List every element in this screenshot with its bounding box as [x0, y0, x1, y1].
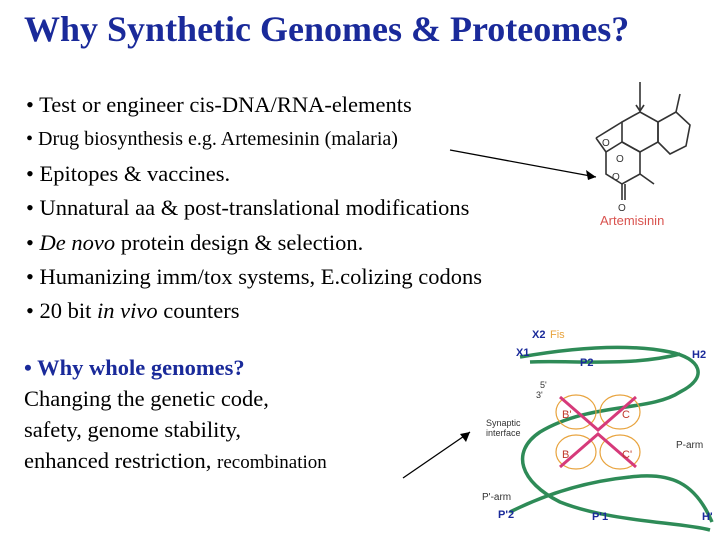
svg-text:H': H'	[702, 511, 713, 523]
holliday-junction	[559, 395, 637, 469]
why-line: Changing the genetic code,	[24, 386, 269, 411]
svg-text:B': B'	[562, 409, 571, 421]
svg-text:P'1: P'1	[592, 511, 608, 523]
svg-text:P'2: P'2	[498, 509, 514, 521]
molecule-label: Artemisinin	[600, 213, 664, 228]
dna-strand-left	[509, 474, 714, 523]
svg-text:interface: interface	[486, 428, 521, 438]
bullet-item: • Test or engineer cis-DNA/RNA-elements	[26, 92, 412, 117]
svg-text:O: O	[612, 172, 620, 183]
methyl-bond-2	[639, 173, 655, 185]
svg-text:X2: X2	[532, 329, 545, 341]
recombination-diagram: X2 X1 P2 H2 P'2 P'1 H' Fis Synaptic inte…	[482, 329, 714, 532]
svg-text:O: O	[616, 154, 624, 165]
svg-text:P2: P2	[580, 357, 593, 369]
svg-text:X1: X1	[516, 347, 529, 359]
dna-strand-top	[519, 345, 711, 532]
slide-title: Why Synthetic Genomes & Proteomes?	[24, 9, 630, 49]
svg-text:C': C'	[622, 449, 632, 461]
why-whole-genomes-block: • Why whole genomes? Changing the geneti…	[24, 352, 327, 478]
svg-text:H2: H2	[692, 349, 706, 361]
pointer-arrow-bottom	[402, 431, 471, 479]
svg-text:P-arm: P-arm	[676, 440, 703, 451]
svg-text:C: C	[622, 409, 630, 421]
why-line: safety, genome stability,	[24, 417, 242, 442]
bullet-item: • Unnatural aa & post-translational modi…	[26, 195, 470, 221]
svg-text:Fis: Fis	[550, 329, 565, 341]
svg-text:Synaptic: Synaptic	[486, 418, 521, 428]
bullet-item: • Humanizing imm/tox systems, E.colizing…	[26, 264, 482, 290]
bullet-item: • De novo protein design & selection.	[26, 229, 364, 255]
dna-strand-h2	[529, 352, 681, 364]
why-heading: • Why whole genomes?	[24, 355, 245, 380]
why-line: enhanced restriction, recombination	[24, 448, 327, 473]
svg-text:5': 5'	[540, 380, 547, 390]
svg-text:P'-arm: P'-arm	[482, 492, 511, 503]
svg-text:O: O	[618, 203, 626, 214]
svg-text:B: B	[562, 449, 569, 461]
stereo-arrow-head	[635, 104, 645, 113]
bullet-item: • Drug biosynthesis e.g. Artemesinin (ma…	[26, 128, 398, 151]
bullet-list: • Test or engineer cis-DNA/RNA-elements …	[26, 88, 482, 329]
svg-text:O: O	[602, 138, 610, 149]
svg-text:3': 3'	[536, 390, 543, 400]
bullet-item: • 20 bit in vivo counters	[26, 298, 240, 324]
methyl-bond	[675, 93, 681, 113]
bullet-item: • Epitopes & vaccines.	[26, 160, 231, 186]
